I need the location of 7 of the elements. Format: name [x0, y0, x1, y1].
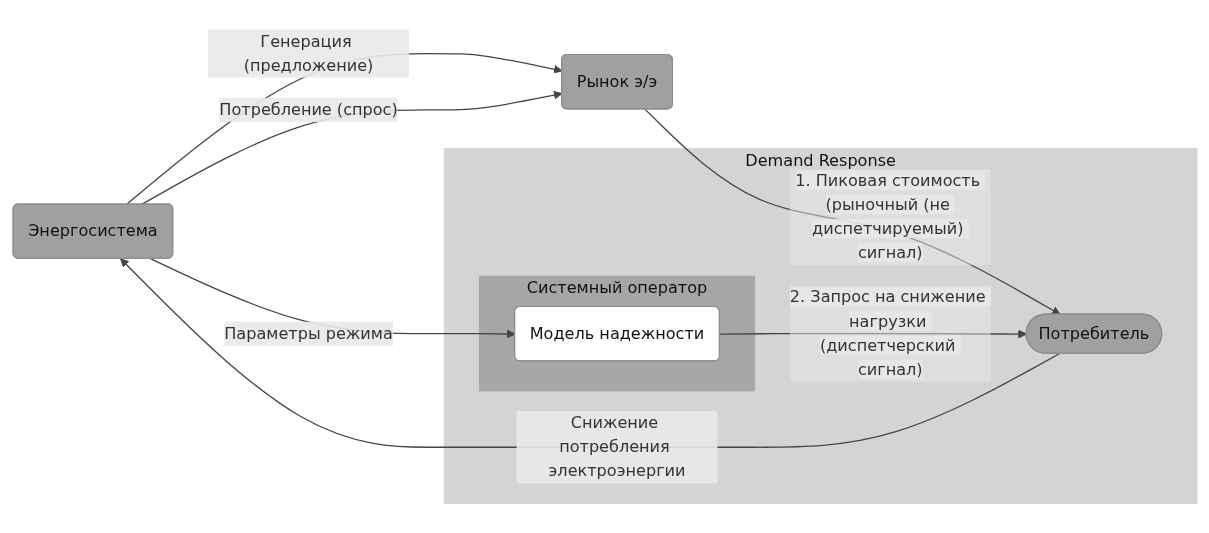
edge-label: 2. Запрос на снижение нагрузки (диспетчерский сигнал)	[789, 287, 986, 379]
arrow	[643, 108, 1061, 315]
edge-label: 1. Пиковая стоимость (рыночный (не диспетчируемый) сигнал)	[794, 170, 980, 263]
edge-label: Потребление (спрос)	[218, 99, 398, 119]
edge-label: Генерация (предложение)	[243, 31, 373, 75]
edge-label: Снижение потребления электроэнергии	[548, 413, 685, 481]
edge-label: Параметры режима	[223, 323, 393, 343]
